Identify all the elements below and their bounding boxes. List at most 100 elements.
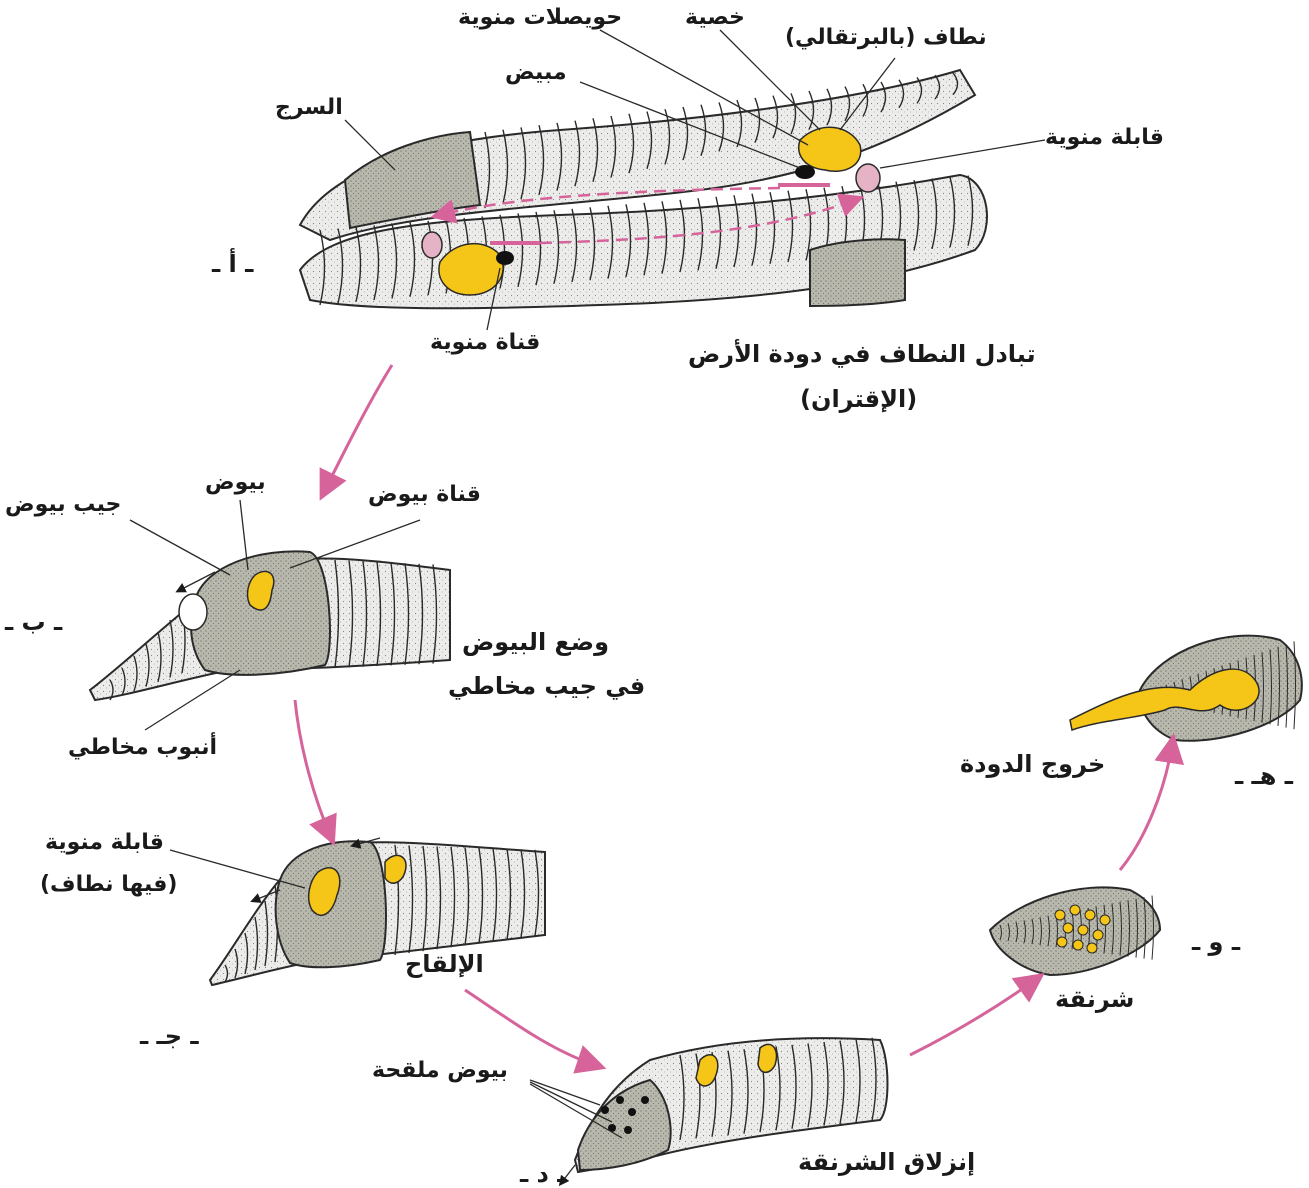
testis-upper [795,165,815,179]
segment-ring [348,560,354,668]
segment-ring [373,225,380,301]
segment-ring [362,561,368,667]
fertilized-eggs-d [601,1096,649,1134]
label-sperm-exchange-1: تبادل النطاف في دودة الأرض [688,340,1036,368]
segment-ring [464,847,470,946]
segment-ring [898,79,905,109]
segment-ring [589,207,596,281]
segment-ring [408,845,414,954]
segment-ring [949,176,956,248]
label-sperm-receptacle: قابلة منوية [1045,125,1164,150]
segment-ring [1151,895,1154,960]
seminal-vesicles-lower [438,242,504,296]
segment-ring [520,127,527,200]
leader-lines-d [529,1079,623,1187]
segment-ring [478,847,484,944]
segment-ring [592,118,599,183]
label-egg-pouch: جيب بيوض [5,492,122,517]
segment-ring [664,109,671,165]
segment-ring [823,1041,829,1126]
segment-ring [871,1037,877,1121]
segment-ring [934,74,941,100]
segment-ring [244,932,249,975]
segment-ring [727,1050,733,1136]
segment-ring [422,845,428,952]
segment-ring [772,95,779,139]
segment-ring [337,228,344,304]
emerging-cocoon-e [1069,634,1303,742]
segment-ring [1007,923,1010,942]
segment-ring [319,229,326,306]
segment-ring [807,1043,813,1128]
segment-ring [391,223,398,299]
worm-b [88,550,451,702]
label-receptacle-with-sperm-1: قابلة منوية [45,830,164,855]
segment-ring [133,655,138,692]
label-egg-laying-2: في جيب مخاطي [448,672,646,700]
leader-lines-b [129,499,421,731]
stage-tag-f: ـ و ـ [1192,928,1241,956]
segment-ring [646,111,653,169]
segment-ring [390,562,396,666]
segment-ring [1285,644,1288,728]
segment-ring [790,93,797,135]
segment-ring [574,120,581,187]
segment-ring [556,122,563,191]
oviduct-d [695,1054,719,1087]
segment-ring [169,619,174,678]
mating-worms [298,68,988,310]
label-eggs: بيوض [205,470,266,495]
label-receptacle-with-sperm-2: (فيها نطاف) [40,872,178,897]
segment-ring [1031,918,1034,945]
segment-ring [682,106,689,161]
segment-ring [625,204,632,278]
segment-ring [1277,646,1280,726]
segment-ring [643,202,650,276]
label-mucus-tube: أنبوب مخاطي [68,735,218,760]
sperm-path-lower [539,193,865,245]
segment-ring [610,115,617,178]
label-sperm-duct: قناة منوية [430,330,541,355]
label-fertilization: الإلقاح [405,950,484,978]
segment-ring [999,924,1002,941]
arrow-a-to-b [319,364,394,501]
sperm-receptacle-upper [855,163,881,193]
cocoon-f [988,886,1162,977]
segment-ring [916,77,923,104]
stage-tag-d: ـ د ـ [520,1160,566,1188]
seminal-vesicles-upper [798,126,862,172]
segment-ring [436,846,442,950]
segment-ring [502,129,509,204]
segment-ring [880,81,887,113]
arrow-d-to-f [909,973,1045,1057]
stage-tag-a: ـ أ ـ [212,250,254,278]
label-testis: خصية [685,5,745,30]
segment-ring [787,190,794,263]
segment-ring [450,846,456,948]
segment-ring [808,90,815,130]
label-cocoon: شرنقة [1055,985,1135,1013]
segment-ring [913,179,920,251]
segment-ring [805,189,812,261]
segment-ring [534,849,540,936]
segment-ring [791,1044,797,1129]
segment-ring [751,193,758,266]
segment-ring [775,1046,781,1131]
oviduct-c [307,866,341,916]
segment-ring [607,205,614,279]
segment-ring [931,178,938,250]
segment-ring [432,564,438,664]
label-fertilized-eggs: بيوض ملقحة [372,1058,508,1083]
segment-ring [736,99,743,148]
label-sperm-exchange-2: (الإقتران) [800,385,918,413]
segment-ring [109,679,114,701]
segment-ring [769,192,776,264]
stage-tag-e: ـ هـ ـ [1235,762,1293,790]
segment-ring [1047,915,1050,947]
segment-ring [855,1039,861,1123]
segment-ring [718,102,725,152]
cycle-arrows [293,364,1185,1074]
mucus-tube-b [190,550,331,676]
segment-ring [535,211,542,286]
